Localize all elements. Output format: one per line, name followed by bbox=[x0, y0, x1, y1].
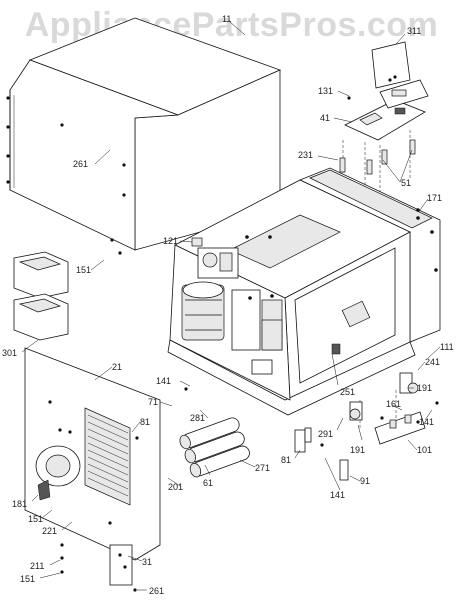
callout-41: 41 bbox=[320, 113, 330, 123]
callout-271: 271 bbox=[255, 463, 270, 473]
callout-131: 131 bbox=[318, 86, 333, 96]
callout-261-b: 261 bbox=[149, 586, 164, 596]
callout-151: 151 bbox=[76, 265, 91, 275]
callout-301: 301 bbox=[2, 348, 17, 358]
callout-141: 141 bbox=[156, 376, 171, 386]
main-chassis bbox=[167, 167, 441, 416]
capacitors bbox=[179, 417, 250, 478]
callout-141-b: 141 bbox=[419, 417, 434, 427]
callout-101: 101 bbox=[417, 445, 432, 455]
control-board bbox=[344, 79, 429, 141]
callout-171: 171 bbox=[427, 193, 442, 203]
front-panel bbox=[24, 347, 161, 561]
callout-labels: 11 311 131 41 231 51 171 261 121 151 301… bbox=[2, 14, 454, 596]
callout-281: 281 bbox=[190, 413, 205, 423]
callout-151-c: 151 bbox=[20, 574, 35, 584]
callout-221: 221 bbox=[42, 526, 57, 536]
callout-111: 111 bbox=[440, 342, 454, 352]
callout-161: 161 bbox=[386, 399, 401, 409]
callout-141-c: 141 bbox=[330, 490, 345, 500]
callout-leaders bbox=[21, 21, 441, 591]
callout-91: 91 bbox=[360, 476, 370, 486]
callout-121: 121 bbox=[163, 236, 178, 246]
callout-71: 71 bbox=[148, 397, 158, 407]
shelf-brackets bbox=[13, 251, 69, 341]
callout-81: 81 bbox=[281, 455, 291, 465]
callout-231: 231 bbox=[298, 150, 313, 160]
callout-151-b: 151 bbox=[28, 514, 43, 524]
callout-261: 261 bbox=[73, 159, 88, 169]
callout-181: 181 bbox=[12, 499, 27, 509]
callout-291: 291 bbox=[318, 429, 333, 439]
callout-311: 311 bbox=[407, 26, 421, 36]
callout-211: 211 bbox=[30, 561, 44, 571]
small-parts bbox=[37, 75, 439, 592]
callout-191-b: 191 bbox=[350, 445, 365, 455]
vent-grille bbox=[84, 407, 131, 506]
outer-cabinet bbox=[6, 17, 282, 251]
callout-191: 191 bbox=[417, 383, 432, 393]
callout-251: 251 bbox=[340, 387, 355, 397]
side-cover bbox=[371, 41, 411, 89]
callout-241: 241 bbox=[425, 357, 440, 367]
standoffs bbox=[339, 139, 416, 175]
callout-51: 51 bbox=[401, 178, 411, 188]
callout-201: 201 bbox=[168, 482, 183, 492]
callout-61: 61 bbox=[203, 478, 213, 488]
callout-81-b: 81 bbox=[140, 417, 150, 427]
callout-31: 31 bbox=[142, 557, 152, 567]
callout-21: 21 bbox=[112, 362, 122, 372]
callout-11: 11 bbox=[222, 14, 231, 24]
